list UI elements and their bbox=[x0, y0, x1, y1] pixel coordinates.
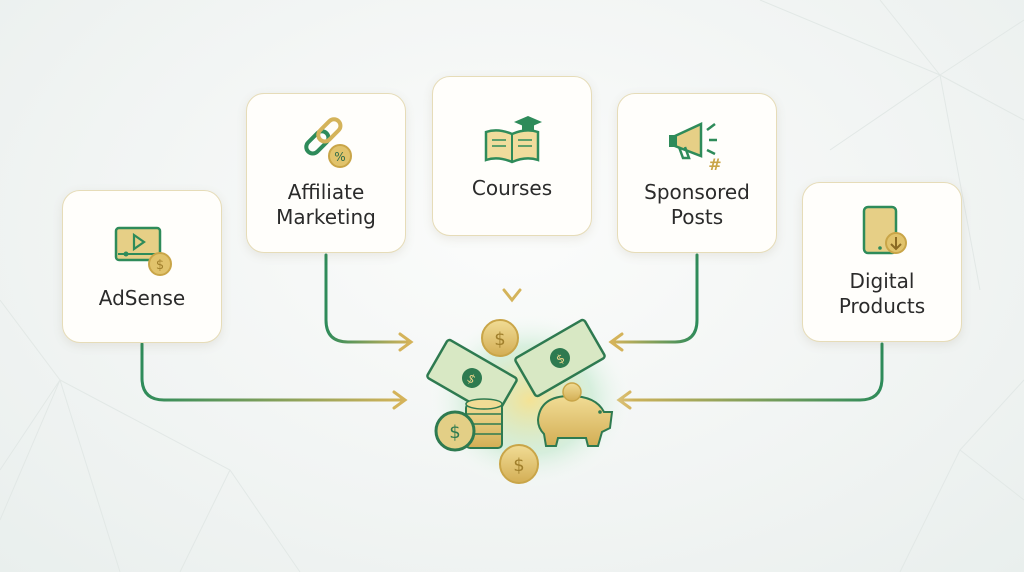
coin-bottom: $ bbox=[499, 444, 539, 484]
coin-stack bbox=[465, 398, 503, 449]
card-label: Courses bbox=[471, 175, 553, 200]
svg-text:#: # bbox=[708, 155, 721, 172]
card-label: Sponsored Posts bbox=[644, 180, 750, 229]
connector-sponsored bbox=[610, 253, 699, 344]
card-affiliate-marketing: % Affiliate Marketing bbox=[246, 93, 406, 253]
megaphone-hashtag-icon: # bbox=[669, 122, 722, 172]
card-sponsored-posts: # Sponsored Posts bbox=[617, 93, 777, 253]
svg-text:$: $ bbox=[494, 329, 505, 350]
card-label: Affiliate Marketing bbox=[276, 180, 376, 229]
video-play-dollar-icon: $ bbox=[114, 226, 172, 276]
connector-digital bbox=[618, 342, 884, 402]
tablet-download-icon bbox=[862, 205, 907, 255]
cash-bill-right: $ bbox=[514, 318, 606, 398]
svg-text:$: $ bbox=[513, 455, 524, 476]
svg-text:$: $ bbox=[449, 422, 460, 443]
connector-adsense bbox=[140, 342, 406, 402]
card-digital-products: Digital Products bbox=[802, 182, 962, 342]
card-label: Digital Products bbox=[838, 269, 926, 318]
svg-text:$: $ bbox=[156, 258, 164, 273]
chain-link-percent-icon: % bbox=[304, 117, 352, 168]
piggy-bank bbox=[536, 382, 614, 447]
connector-affiliate bbox=[324, 253, 412, 344]
book-graduation-cap-icon bbox=[484, 115, 542, 163]
coin-top: $ bbox=[481, 319, 519, 357]
svg-text:%: % bbox=[334, 150, 345, 164]
card-courses: Courses bbox=[432, 76, 592, 236]
card-adsense: $ AdSense bbox=[62, 190, 222, 343]
money-cash-coins-piggy-bank-icon: $ $ $ $ $ bbox=[425, 310, 635, 490]
cash-bill-left: $ bbox=[426, 338, 518, 418]
card-label: AdSense bbox=[98, 286, 186, 310]
coin-green: $ bbox=[434, 410, 476, 452]
